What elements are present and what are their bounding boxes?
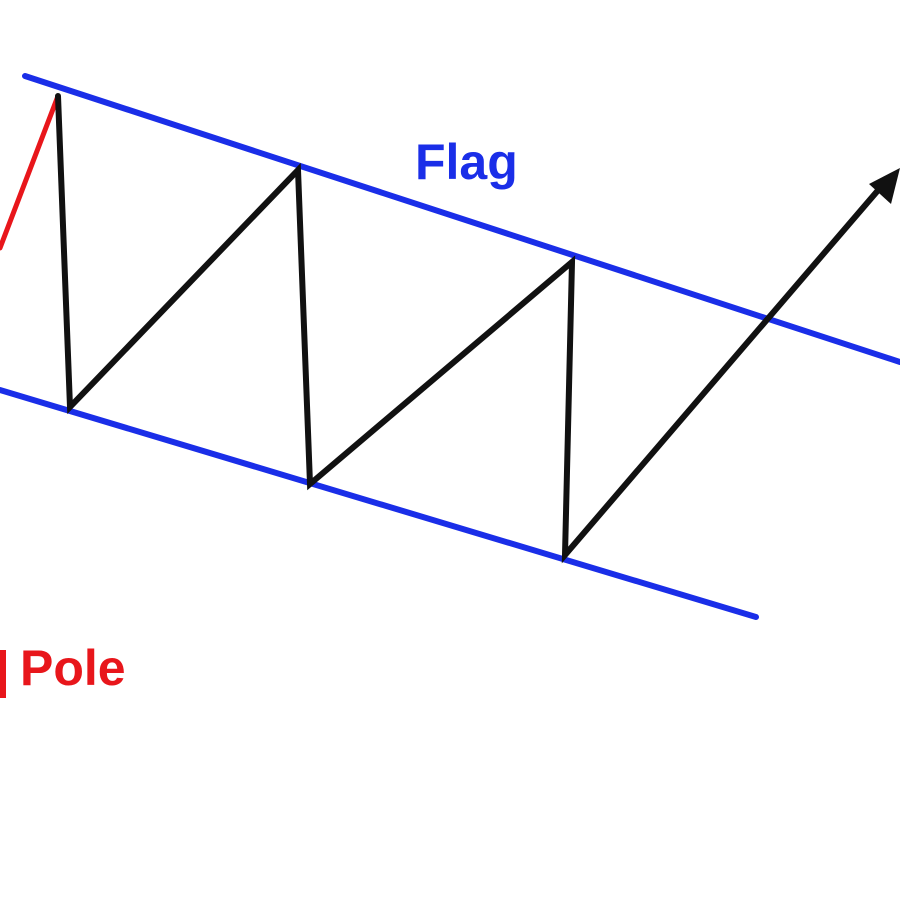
pole-label: Pole bbox=[20, 640, 126, 696]
price-zigzag-path bbox=[55, 93, 883, 564]
arrowhead-icon bbox=[869, 168, 900, 204]
flag-upper-line bbox=[22, 73, 900, 365]
pole-line bbox=[0, 93, 61, 251]
flag-label: Flag bbox=[415, 134, 518, 190]
pole-label-cropped-glyph bbox=[0, 650, 6, 698]
flag-lower-line bbox=[0, 387, 759, 620]
